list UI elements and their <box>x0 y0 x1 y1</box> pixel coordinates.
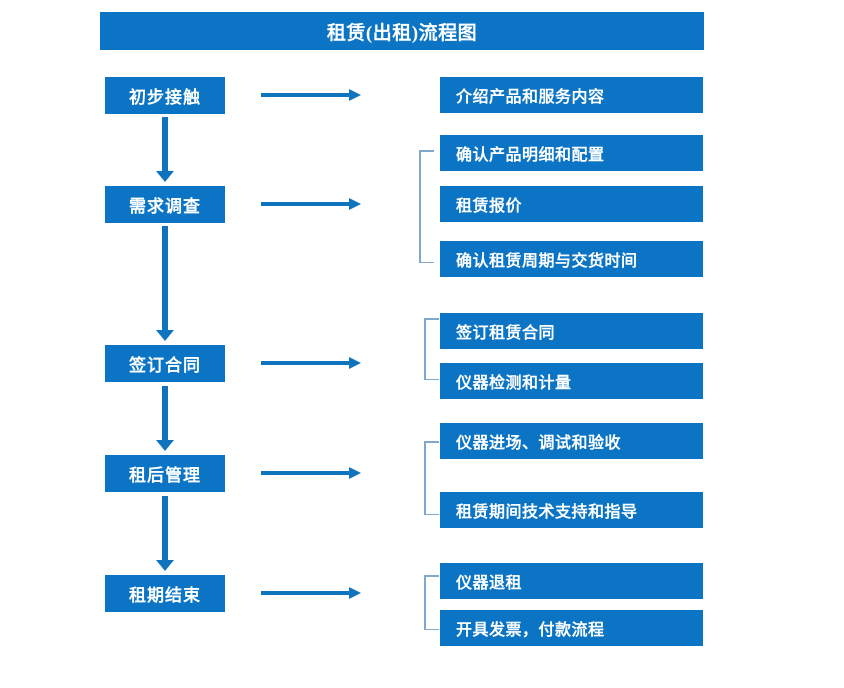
detail-box-4-1[interactable]: 仪器进场、调试和验收 <box>440 423 703 459</box>
detail-box-2-3[interactable]: 确认租赁周期与交货时间 <box>440 241 703 277</box>
detail-box-5-1[interactable]: 仪器退租 <box>440 563 703 599</box>
group-bracket-5 <box>424 575 439 630</box>
diagram-title: 租赁(出租)流程图 <box>100 12 704 50</box>
stage-box-4[interactable]: 租后管理 <box>105 455 225 492</box>
detail-box-3-1[interactable]: 签订租赁合同 <box>440 313 703 349</box>
horizontal-arrow-1 <box>261 88 361 102</box>
vertical-arrow-2 <box>156 226 174 341</box>
group-bracket-2 <box>419 150 434 263</box>
horizontal-arrow-4 <box>261 466 361 480</box>
horizontal-arrow-3 <box>261 356 361 370</box>
vertical-arrow-4 <box>156 496 174 571</box>
horizontal-arrow-2 <box>261 197 361 211</box>
stage-box-5[interactable]: 租期结束 <box>105 575 225 612</box>
stage-box-1[interactable]: 初步接触 <box>105 77 225 114</box>
horizontal-arrow-5 <box>261 586 361 600</box>
detail-box-3-2[interactable]: 仪器检测和计量 <box>440 363 703 399</box>
group-bracket-3 <box>424 318 439 380</box>
vertical-arrow-1 <box>156 117 174 182</box>
stage-box-3[interactable]: 签订合同 <box>105 345 225 382</box>
stage-box-2[interactable]: 需求调查 <box>105 186 225 223</box>
group-bracket-4 <box>424 441 439 515</box>
detail-box-5-2[interactable]: 开具发票，付款流程 <box>440 610 703 646</box>
detail-box-4-2[interactable]: 租赁期间技术支持和指导 <box>440 492 703 528</box>
vertical-arrow-3 <box>156 386 174 451</box>
detail-box-1-1[interactable]: 介绍产品和服务内容 <box>440 77 703 113</box>
detail-box-2-1[interactable]: 确认产品明细和配置 <box>440 135 703 171</box>
detail-box-2-2[interactable]: 租赁报价 <box>440 186 703 222</box>
